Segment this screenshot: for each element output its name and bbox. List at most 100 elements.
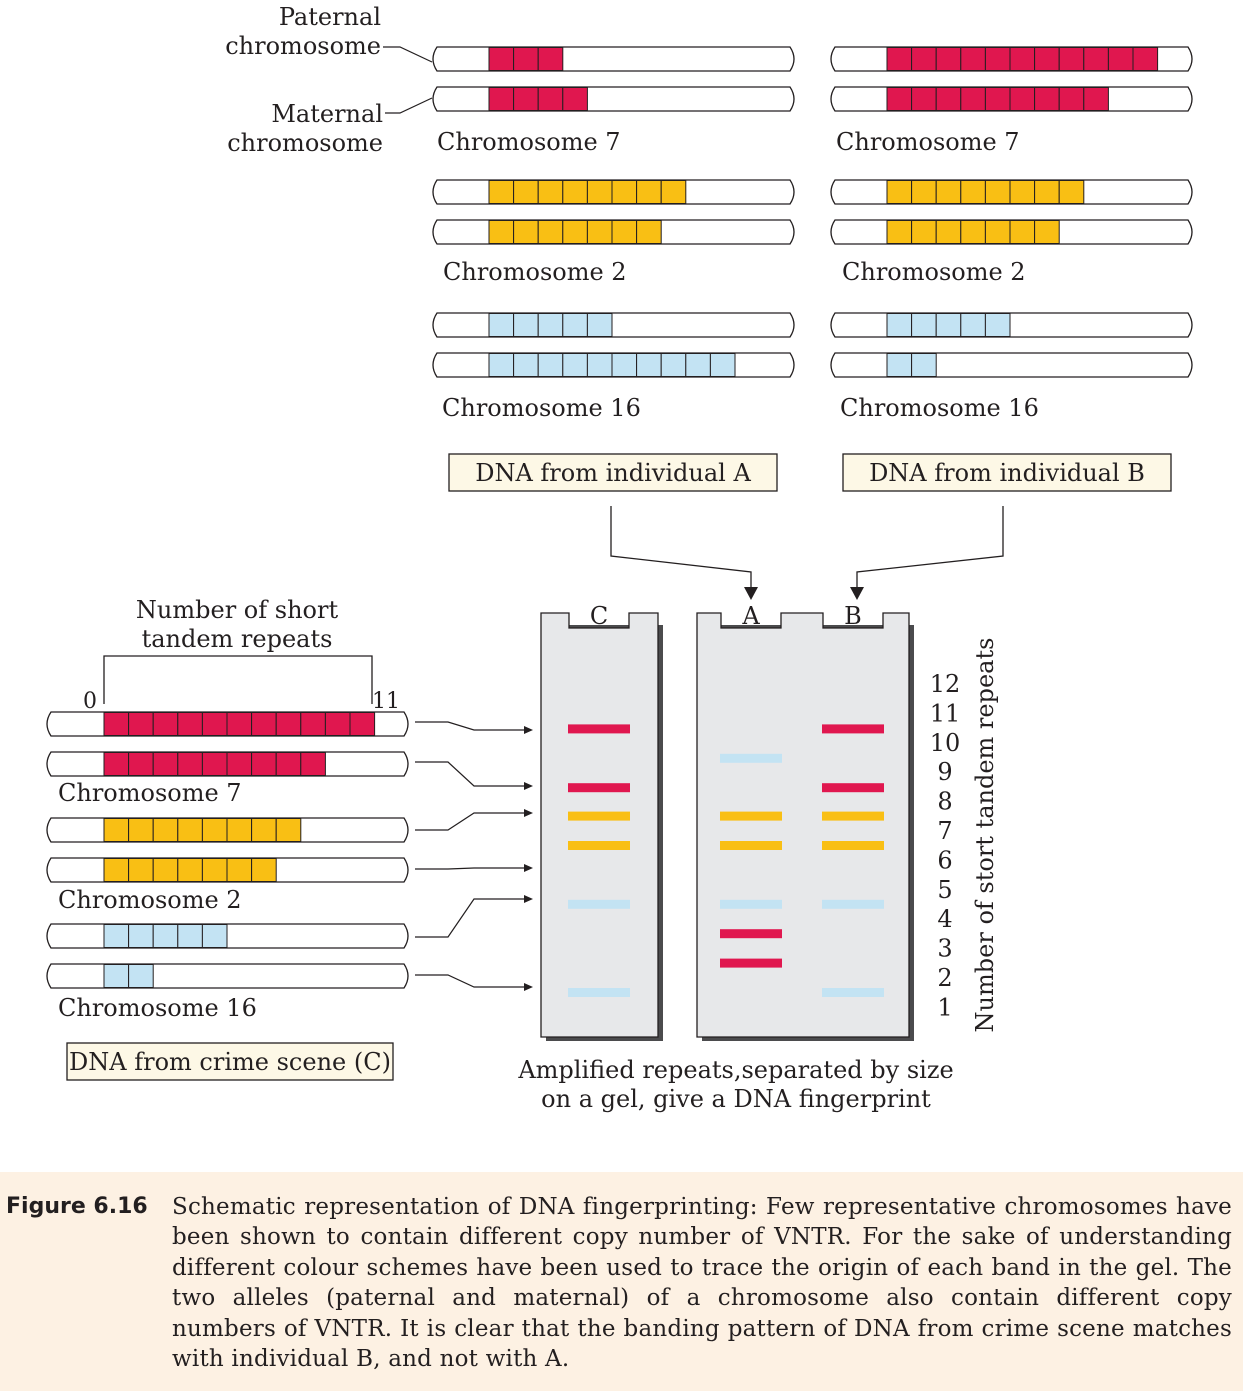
repeat-unit [177,858,203,882]
repeat-unit [911,180,937,204]
repeat-unit [152,924,179,948]
repeat-unit [251,858,277,882]
figure-caption: Figure 6.16 Schematic representation of … [6,1192,1232,1374]
repeat-unit [177,712,203,736]
gel-band [822,724,884,734]
repeat-unit [275,712,302,736]
repeat-unit [886,353,913,377]
paternal-leader-line [383,46,433,63]
repeat-unit [201,712,228,736]
repeat-unit [226,712,253,736]
size-scale-label: 10 [930,729,961,757]
size-scale-label: 1 [937,993,952,1021]
repeat-unit [935,220,962,244]
repeat-unit [513,87,539,111]
repeat-unit [128,752,154,776]
repeat-unit [562,220,588,244]
maternal-chromosome [432,86,795,112]
repeat-unit [251,752,277,776]
repeat-unit [488,313,515,337]
repeat-unit [513,353,539,377]
gel-caption: on a gel, give a DNA fingerprint [541,1085,931,1113]
arrowhead [744,587,758,600]
repeat-unit [1034,220,1060,244]
repeat-unit [935,180,962,204]
crime-scene-label: DNA from crime scene (C) [69,1048,391,1076]
maternal-chromosome [46,751,409,777]
individual-label-box [842,453,1172,492]
size-scale-label: 4 [937,905,952,933]
repeat-unit [1083,47,1109,71]
paternal-chromosome [46,817,409,843]
repeat-unit [960,220,986,244]
repeat-unit [275,818,302,842]
size-scale-label: 5 [937,876,952,904]
repeat-unit [935,47,962,71]
repeat-unit [886,220,913,244]
repeat-unit [152,712,179,736]
arrowhead [524,895,533,903]
repeat-unit [935,313,962,337]
repeat-unit [128,924,154,948]
repeat-unit [201,858,228,882]
connector-arrows [415,506,1004,991]
gel-slab-ab [696,612,914,1041]
repeat-unit [960,47,986,71]
repeat-unit [586,220,613,244]
repeat-unit [152,752,179,776]
repeat-unit [226,818,253,842]
scale-end-label: 11 [372,689,400,714]
repeat-unit [103,752,130,776]
repeat-unit [911,87,937,111]
repeats-heading: Number of short [136,596,339,624]
repeat-unit [1034,87,1060,111]
repeat-unit [586,353,613,377]
repeat-unit [103,964,130,988]
repeat-unit [275,752,302,776]
repeat-unit [201,818,228,842]
maternal-chromosome [830,352,1193,378]
gel-band [568,988,630,997]
repeat-unit [488,180,515,204]
chromosome-name: Chromosome 2 [58,886,242,914]
repeat-unit [984,47,1011,71]
repeat-unit [984,87,1011,111]
arrowhead [524,983,533,991]
maternal-leader-line [385,97,433,114]
repeat-unit [537,47,564,71]
chromosome-outline [46,963,409,989]
repeat-unit [611,180,638,204]
gel-band [822,899,884,909]
lane-label-b: B [844,602,862,630]
repeat-unit [177,924,203,948]
repeat-unit [349,712,376,736]
repeat-unit [128,712,154,736]
repeat-unit [513,313,539,337]
caption-band [0,1172,1243,1391]
size-scale-label: 2 [937,964,952,992]
gel-slab [696,612,910,1038]
repeat-unit [911,313,937,337]
repeat-unit [1058,87,1085,111]
repeat-unit [562,87,588,111]
size-scale-label: 3 [937,935,952,963]
maternal-chromosome [432,352,795,378]
repeat-unit [201,752,228,776]
chromosome-outline [432,312,795,338]
repeat-unit [324,712,351,736]
maternal-chromosome [830,86,1193,112]
paternal-label: chromosome [225,32,381,60]
repeat-unit [1083,87,1109,111]
arrowhead [524,782,533,790]
gel-slab-c [540,612,663,1041]
maternal-label: Maternal [271,100,383,128]
repeat-unit [488,353,515,377]
figure-label: Figure 6.16 [6,1194,148,1219]
repeat-unit [488,47,515,71]
size-scale-label: 9 [937,758,952,786]
arrowhead [524,864,533,872]
